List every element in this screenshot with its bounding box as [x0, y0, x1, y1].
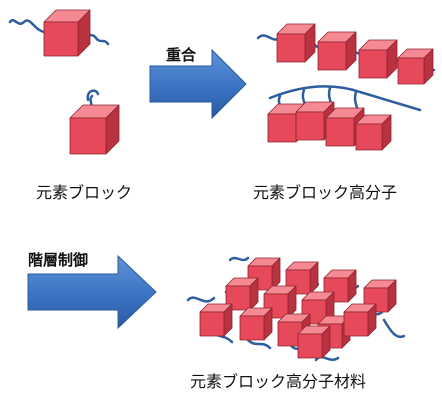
monomer-left-arm	[8, 19, 46, 34]
polymer-cube-4	[397, 48, 434, 85]
element-block-polymer-label: 元素ブロック高分子	[253, 183, 398, 202]
chain-segment	[314, 355, 340, 362]
element-block-label: 元素ブロック	[36, 183, 133, 202]
monomer-cube	[43, 9, 91, 57]
polymerization-label: 重合	[166, 46, 197, 64]
hierarchy-control-label: 階層制御	[28, 251, 89, 269]
chain-segment	[186, 296, 216, 303]
chain-segment	[228, 256, 250, 262]
polymer-cube-1	[276, 23, 316, 63]
hierarchy-control-arrow	[27, 254, 157, 330]
chain-segment	[382, 318, 406, 339]
pendant-polymer-cube-2	[295, 101, 335, 141]
element-block-cubes	[43, 9, 434, 359]
pendant-polymer-cube-4	[355, 114, 392, 151]
material-cube-8	[199, 303, 233, 337]
material-cube-6	[301, 291, 335, 325]
chain-segment	[246, 338, 272, 350]
polymerization-arrow	[149, 48, 247, 120]
polymer-cube-3	[358, 39, 398, 79]
element-block-polymer-material-label: 元素ブロック高分子材料	[190, 372, 367, 391]
material-cube-9	[239, 307, 273, 341]
material-cube-13	[297, 325, 331, 359]
pendant-monomer-cube	[69, 104, 120, 155]
material-cube-12	[343, 303, 377, 337]
pendant-hook	[86, 89, 100, 102]
polymer-cube-2	[317, 31, 357, 71]
backbone-chain	[268, 85, 422, 112]
